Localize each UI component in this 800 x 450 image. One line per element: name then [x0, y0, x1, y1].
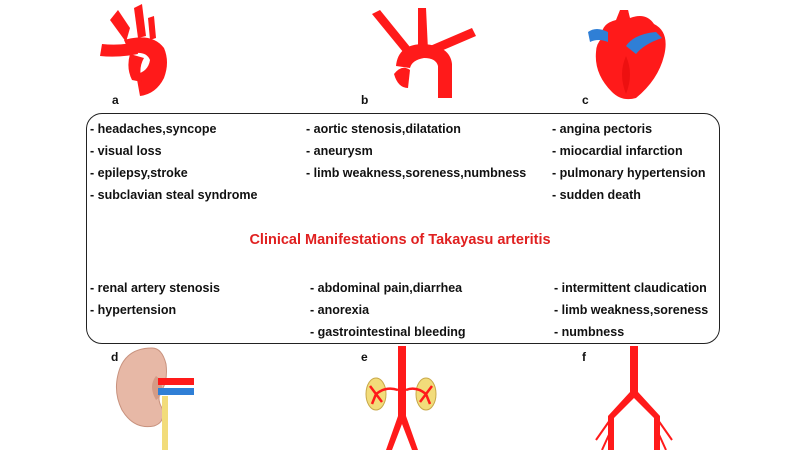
panel-c-letter: c — [582, 93, 589, 107]
list-item: - epilepsy,stroke — [90, 166, 188, 180]
list-item: - sudden death — [552, 188, 641, 202]
list-item: - aortic stenosis,dilatation — [306, 122, 461, 136]
panel-b-letter: b — [361, 93, 369, 107]
diagram-title: Clinical Manifestations of Takayasu arte… — [249, 232, 551, 248]
manifestations-panel — [86, 113, 720, 344]
list-item: - limb weakness,soreness — [554, 303, 709, 317]
panel-e-letter: e — [361, 350, 368, 364]
heart-icon — [588, 10, 666, 100]
list-c: - angina pectoris - miocardial infarctio… — [552, 118, 706, 206]
mesenteric-arteries-icon — [365, 346, 437, 450]
list-item: - pulmonary hypertension — [552, 166, 706, 180]
panel-d-letter: d — [111, 350, 119, 364]
list-item: - aneurysm — [306, 144, 373, 158]
kidney-icon — [116, 347, 194, 450]
list-item: - miocardial infarction — [552, 144, 683, 158]
list-item: - renal artery stenosis — [90, 281, 220, 295]
list-item: - headaches,syncope — [90, 122, 217, 136]
list-item: - hypertension — [90, 303, 177, 317]
list-b: - aortic stenosis,dilatation - aneurysm … — [306, 118, 526, 184]
iliac-arteries-icon — [595, 346, 673, 450]
list-item: - subclavian steal syndrome — [90, 188, 258, 202]
list-item: - angina pectoris — [552, 122, 653, 136]
list-f: - intermittent claudication - limb weakn… — [554, 277, 708, 343]
list-a: - headaches,syncope - visual loss - epil… — [90, 118, 257, 206]
panel-f-letter: f — [582, 350, 586, 364]
aortic-arch-icon — [372, 8, 476, 98]
list-e: - abdominal pain,diarrhea - anorexia - g… — [310, 277, 466, 343]
list-item: - anorexia — [310, 303, 370, 317]
list-item: - numbness — [554, 325, 625, 339]
list-item: - limb weakness,soreness,numbness — [306, 166, 527, 180]
aortic-arch-branches-icon — [100, 4, 167, 96]
list-d: - renal artery stenosis - hypertension — [90, 277, 220, 321]
panel-a-letter: a — [112, 93, 119, 107]
list-item: - intermittent claudication — [554, 281, 707, 295]
list-item: - abdominal pain,diarrhea — [310, 281, 463, 295]
list-item: - visual loss — [90, 144, 162, 158]
list-item: - gastrointestinal bleeding — [310, 325, 466, 339]
